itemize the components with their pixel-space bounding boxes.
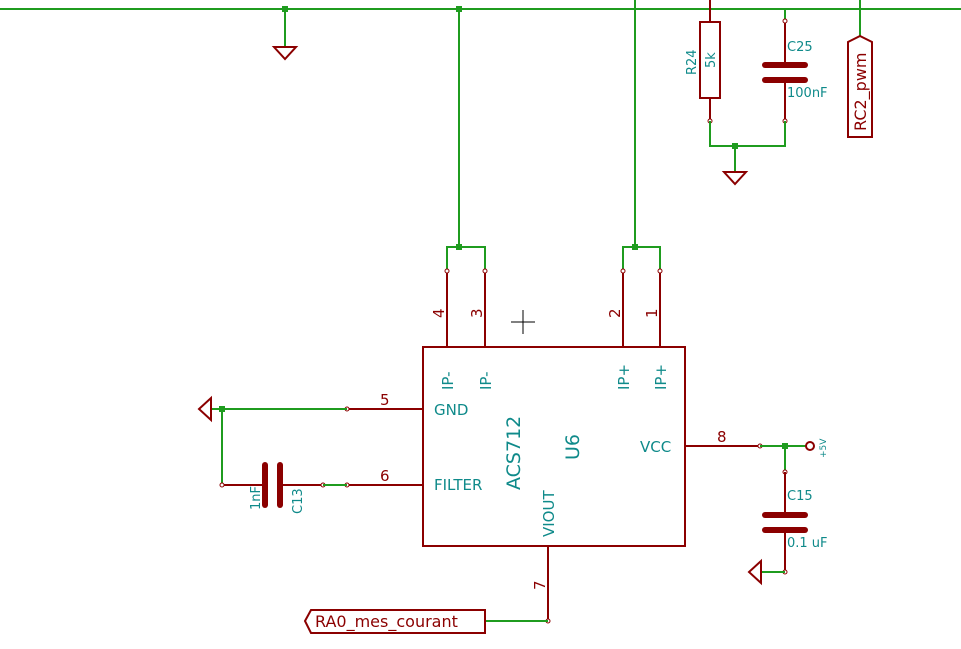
ground-icon (197, 395, 212, 423)
pin-6[interactable]: 6 FILTER (344, 467, 482, 494)
ic-reference: U6 (562, 434, 584, 460)
power-5v-icon (805, 441, 815, 451)
c15-reference: C15 (787, 489, 813, 504)
pin-8[interactable]: 8 VCC (640, 428, 763, 456)
junction-dot (282, 6, 288, 12)
c13-reference: C13 (291, 488, 306, 514)
pin-name: VCC (640, 438, 671, 456)
r24-value: 5k (704, 52, 719, 68)
pin-end (444, 268, 450, 274)
junction-dot (456, 6, 462, 12)
pin-1[interactable]: 1 IP+ (643, 268, 670, 390)
label-outline (847, 34, 873, 138)
c13-value: 1nF (249, 486, 264, 510)
c25-reference: C25 (787, 40, 813, 55)
pin-end (620, 268, 626, 274)
pin-name: IP+ (615, 364, 633, 390)
pin-number: 3 (468, 308, 486, 318)
pin-name: GND (434, 401, 468, 419)
pin-end (782, 18, 788, 24)
global-label-ra0-mes-courant[interactable]: RA0_mes_courant (303, 609, 486, 634)
junction-dot (732, 143, 738, 149)
pin-4[interactable]: 4 IP- (430, 268, 457, 390)
pin-name: VIOUT (540, 490, 558, 537)
ip-minus-bridge-wire[interactable] (446, 246, 486, 271)
c15-value: 0.1 uF (787, 536, 828, 551)
pin-number: 8 (717, 428, 727, 446)
pin-number: 7 (531, 580, 549, 590)
global-label-rc2-pwm[interactable]: RC2_pwm (847, 0, 873, 138)
pin-5[interactable]: 5 GND (344, 391, 468, 419)
capacitor-c15[interactable]: C15 0.1 uF (762, 469, 828, 575)
pin-name: IP- (439, 371, 457, 390)
capacitor-c25[interactable]: C25 100nF (762, 9, 828, 124)
ground-icon (721, 171, 749, 186)
pin-3[interactable]: 3 IP- (468, 268, 495, 390)
capacitor-c13[interactable]: 1nF C13 (219, 462, 326, 514)
pin-end (482, 268, 488, 274)
pin-number: 4 (430, 308, 448, 318)
resistor-r24[interactable]: R24 5k (685, 0, 721, 124)
junction-dot (456, 244, 462, 250)
pin-number: 6 (380, 467, 390, 485)
pin-2[interactable]: 2 IP+ (606, 268, 633, 390)
pin-name: IP- (477, 371, 495, 390)
ground-icon (271, 46, 299, 61)
crosshair-cursor-icon (511, 310, 535, 334)
junction-dot (632, 244, 638, 250)
pin-end (219, 482, 225, 488)
ip-plus-bridge-wire[interactable] (622, 246, 661, 271)
pin-7[interactable]: 7 VIOUT (531, 490, 558, 624)
label-outline (303, 609, 486, 634)
pin-end (657, 268, 663, 274)
r24-reference: R24 (685, 49, 700, 75)
c25-value: 100nF (787, 86, 828, 101)
ground-icon (747, 558, 762, 586)
pin-name: IP+ (652, 364, 670, 390)
ra0-mes-courant-label: RA0_mes_courant (315, 612, 458, 632)
pin-number: 5 (380, 391, 390, 409)
rc2-pwm-label: RC2_pwm (851, 53, 871, 132)
pin-number: 2 (606, 308, 624, 318)
ground-symbol-top-left (271, 6, 299, 61)
pin-number: 1 (643, 308, 661, 318)
pin-name: FILTER (434, 476, 482, 494)
ic-value: ACS712 (503, 416, 525, 490)
power-5v-label: +5V (819, 438, 829, 458)
rc-ground-wire[interactable] (709, 121, 786, 147)
